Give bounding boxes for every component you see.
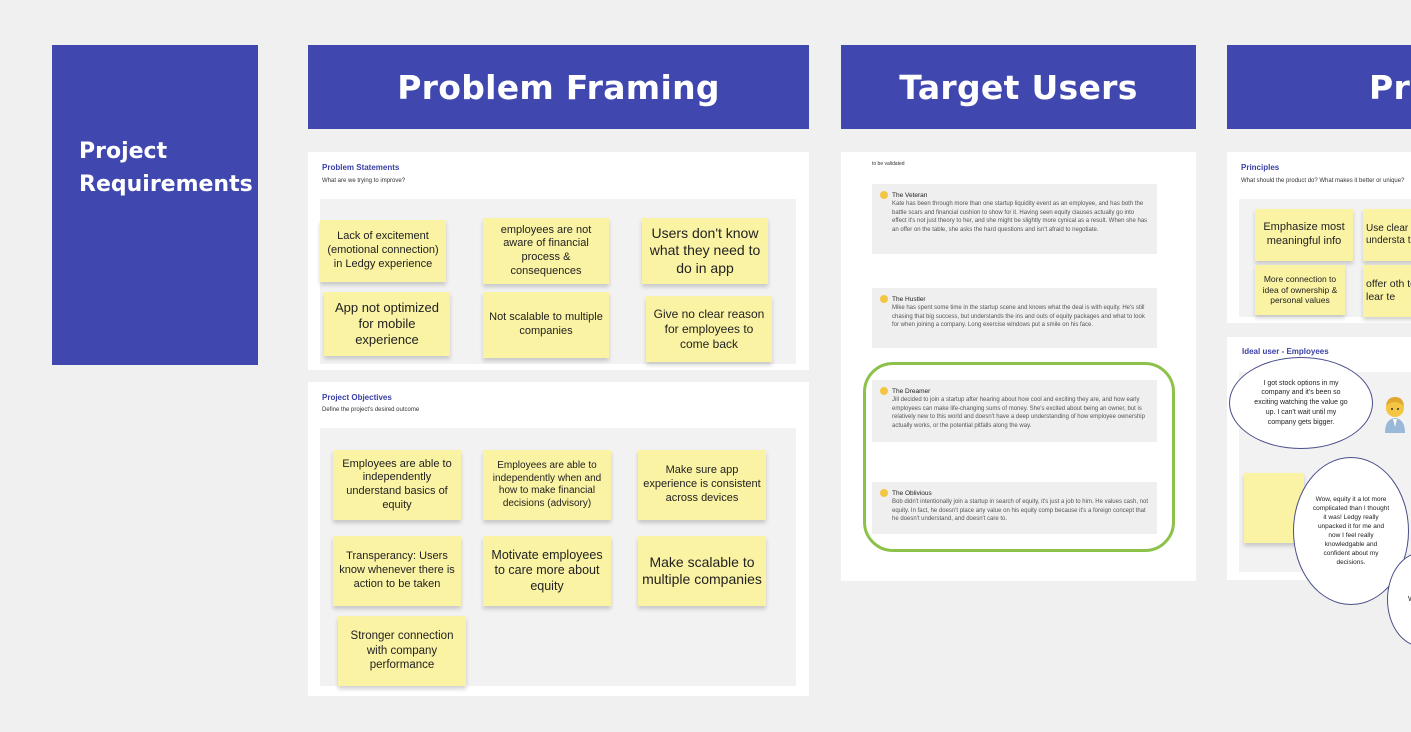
sticky-note[interactable]: Not scalable to multiple companies	[483, 292, 609, 358]
sticky-note[interactable]: Lack of excitement (emotional connection…	[320, 220, 446, 282]
person-avatar-icon	[1381, 393, 1409, 433]
sticky-note[interactable]: More connection to idea of ownership & p…	[1255, 265, 1345, 315]
persona-card[interactable]: The Veteran Kate has been through more t…	[872, 184, 1157, 254]
project-objectives-title: Project Objectives	[322, 393, 392, 402]
principles-header[interactable]: Pro	[1227, 45, 1411, 129]
target-users-note: to be validated	[872, 161, 905, 167]
face-emoji-icon	[880, 295, 888, 303]
sticky-note[interactable]: Users don't know what they need to do in…	[642, 218, 768, 284]
persona-card[interactable]: The Oblivious Bob didn't intentionally j…	[872, 482, 1157, 534]
principles-title: Principles	[1241, 163, 1280, 172]
problem-statements-subtitle: What are we trying to improve?	[322, 178, 406, 184]
sticky-note[interactable]: Give no clear reason for employees to co…	[646, 296, 772, 362]
sticky-note[interactable]: App not optimized for mobile experience	[324, 292, 450, 356]
project-requirements-card[interactable]: Project Requirements	[52, 45, 258, 365]
problem-framing-header[interactable]: Problem Framing	[308, 45, 809, 129]
project-requirements-title: Project Requirements	[79, 139, 253, 197]
sticky-note[interactable]: Emphasize most meaningful info	[1255, 209, 1353, 261]
face-emoji-icon	[880, 191, 888, 199]
sticky-note[interactable]: Employees are able to independently unde…	[333, 450, 461, 520]
sticky-note[interactable]: employees are not aware of financial pro…	[483, 218, 609, 284]
problem-statements-panel[interactable]: Problem Statements What are we trying to…	[308, 152, 809, 370]
principles-header-title: Pro	[1369, 67, 1411, 107]
sticky-note[interactable]: Motivate employees to care more about eq…	[483, 536, 611, 606]
sticky-note[interactable]: offer oth to lear te	[1363, 265, 1411, 317]
highlight-oval	[863, 362, 1175, 552]
problem-statements-title: Problem Statements	[322, 163, 400, 172]
project-objectives-subtitle: Define the project's desired outcome	[322, 407, 420, 413]
project-objectives-panel[interactable]: Project Objectives Define the project's …	[308, 382, 809, 696]
ideal-user-panel[interactable]: Ideal user - Employees I got stock optio…	[1227, 337, 1411, 647]
speech-bubble[interactable]: I got stock options in my company and it…	[1229, 357, 1373, 449]
face-emoji-icon	[880, 489, 888, 497]
problem-framing-title: Problem Framing	[397, 67, 720, 107]
face-emoji-icon	[880, 387, 888, 395]
principles-subtitle: What should the product do? What makes i…	[1241, 178, 1405, 184]
ideal-user-title: Ideal user - Employees	[1242, 347, 1329, 356]
speech-bubble[interactable]: Wow, equity it a lot more complicated th…	[1293, 457, 1409, 605]
persona-card[interactable]: The Hustler Mike has spent some time in …	[872, 288, 1157, 348]
target-users-title: Target Users	[899, 67, 1138, 107]
sticky-note[interactable]: Employees are able to independently when…	[483, 450, 611, 520]
sticky-note[interactable]: Transperancy: Users know whenever there …	[333, 536, 461, 606]
sticky-note[interactable]: Use clear understa the	[1363, 209, 1411, 261]
persona-card[interactable]: The Dreamer Jill decided to join a start…	[872, 380, 1157, 442]
target-users-header[interactable]: Target Users	[841, 45, 1196, 129]
principles-panel[interactable]: Principles What should the product do? W…	[1227, 152, 1411, 323]
sticky-note[interactable]: Stronger connection with company perform…	[338, 616, 466, 686]
sticky-note[interactable]: Make sure app experience is consistent a…	[638, 450, 766, 520]
target-users-panel[interactable]: to be validated The Veteran Kate has bee…	[841, 152, 1196, 581]
sticky-note[interactable]: Make scalable to multiple companies	[638, 536, 766, 606]
